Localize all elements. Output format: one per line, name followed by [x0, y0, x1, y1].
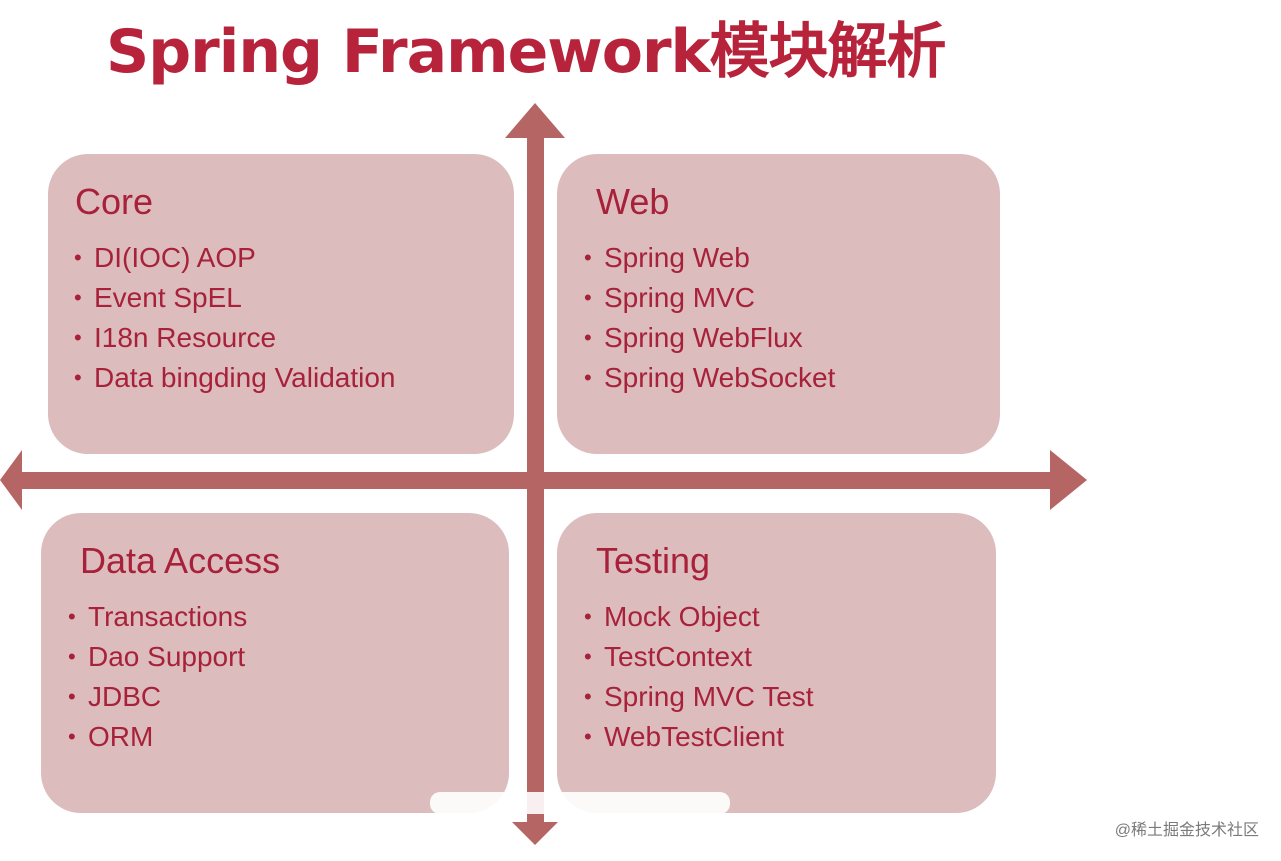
bullet-icon: • — [584, 325, 592, 350]
right-arrow-head — [1050, 450, 1087, 510]
item-list: •DI(IOC) AOP •Event SpEL •I18n Resource … — [74, 238, 395, 398]
list-item: •Spring WebSocket — [584, 358, 835, 398]
bullet-icon: • — [68, 684, 76, 709]
down-arrow-head — [512, 822, 558, 845]
bullet-icon: • — [584, 245, 592, 270]
quadrant-title: Core — [75, 181, 154, 222]
quadrant-core: Core •DI(IOC) AOP •Event SpEL •I18n Reso… — [48, 154, 514, 454]
bullet-icon: • — [74, 245, 82, 270]
bullet-icon: • — [584, 604, 592, 629]
list-item: •JDBC — [68, 677, 247, 717]
list-item: •WebTestClient — [584, 717, 814, 757]
bullet-icon: • — [68, 644, 76, 669]
bullet-icon: • — [584, 365, 592, 390]
bullet-icon: • — [584, 724, 592, 749]
left-arrow-head — [0, 450, 22, 510]
quadrant-title: Data Access — [80, 540, 281, 581]
bullet-icon: • — [584, 684, 592, 709]
quadrant-testing: Testing •Mock Object •TestContext •Sprin… — [557, 513, 996, 813]
watermark: @稀土掘金技术社区 — [1114, 822, 1259, 839]
diagram-title: Spring Framework模块解析 — [106, 17, 946, 87]
list-item: •Event SpEL — [74, 278, 395, 318]
quadrant-title: Web — [596, 181, 670, 222]
bullet-icon: • — [584, 285, 592, 310]
list-item: •Spring Web — [584, 238, 835, 278]
bullet-icon: • — [74, 285, 82, 310]
list-item: •ORM — [68, 717, 247, 757]
item-list: •Spring Web •Spring MVC •Spring WebFlux … — [584, 238, 835, 398]
list-item: •Transactions — [68, 597, 247, 637]
list-item: •Mock Object — [584, 597, 814, 637]
quadrant-web: Web •Spring Web •Spring MVC •Spring WebF… — [557, 154, 1000, 454]
quadrant-title: Testing — [596, 540, 711, 581]
bullet-icon: • — [584, 644, 592, 669]
bullet-icon: • — [74, 365, 82, 390]
list-item: •Data bingding Validation — [74, 358, 395, 398]
list-item: •DI(IOC) AOP — [74, 238, 395, 278]
list-item: •I18n Resource — [74, 318, 395, 358]
vertical-axis-line — [527, 132, 544, 822]
up-arrow-head — [505, 103, 565, 138]
list-item: •TestContext — [584, 637, 814, 677]
bullet-icon: • — [68, 724, 76, 749]
item-list: •Transactions •Dao Support •JDBC •ORM — [68, 597, 247, 757]
bullet-icon: • — [74, 325, 82, 350]
quadrant-data-access: Data Access •Transactions •Dao Support •… — [41, 513, 509, 813]
bullet-icon: • — [68, 604, 76, 629]
item-list: •Mock Object •TestContext •Spring MVC Te… — [584, 597, 814, 757]
list-item: •Spring MVC — [584, 278, 835, 318]
erased-region — [430, 792, 730, 814]
list-item: •Spring WebFlux — [584, 318, 835, 358]
list-item: •Spring MVC Test — [584, 677, 814, 717]
list-item: •Dao Support — [68, 637, 247, 677]
